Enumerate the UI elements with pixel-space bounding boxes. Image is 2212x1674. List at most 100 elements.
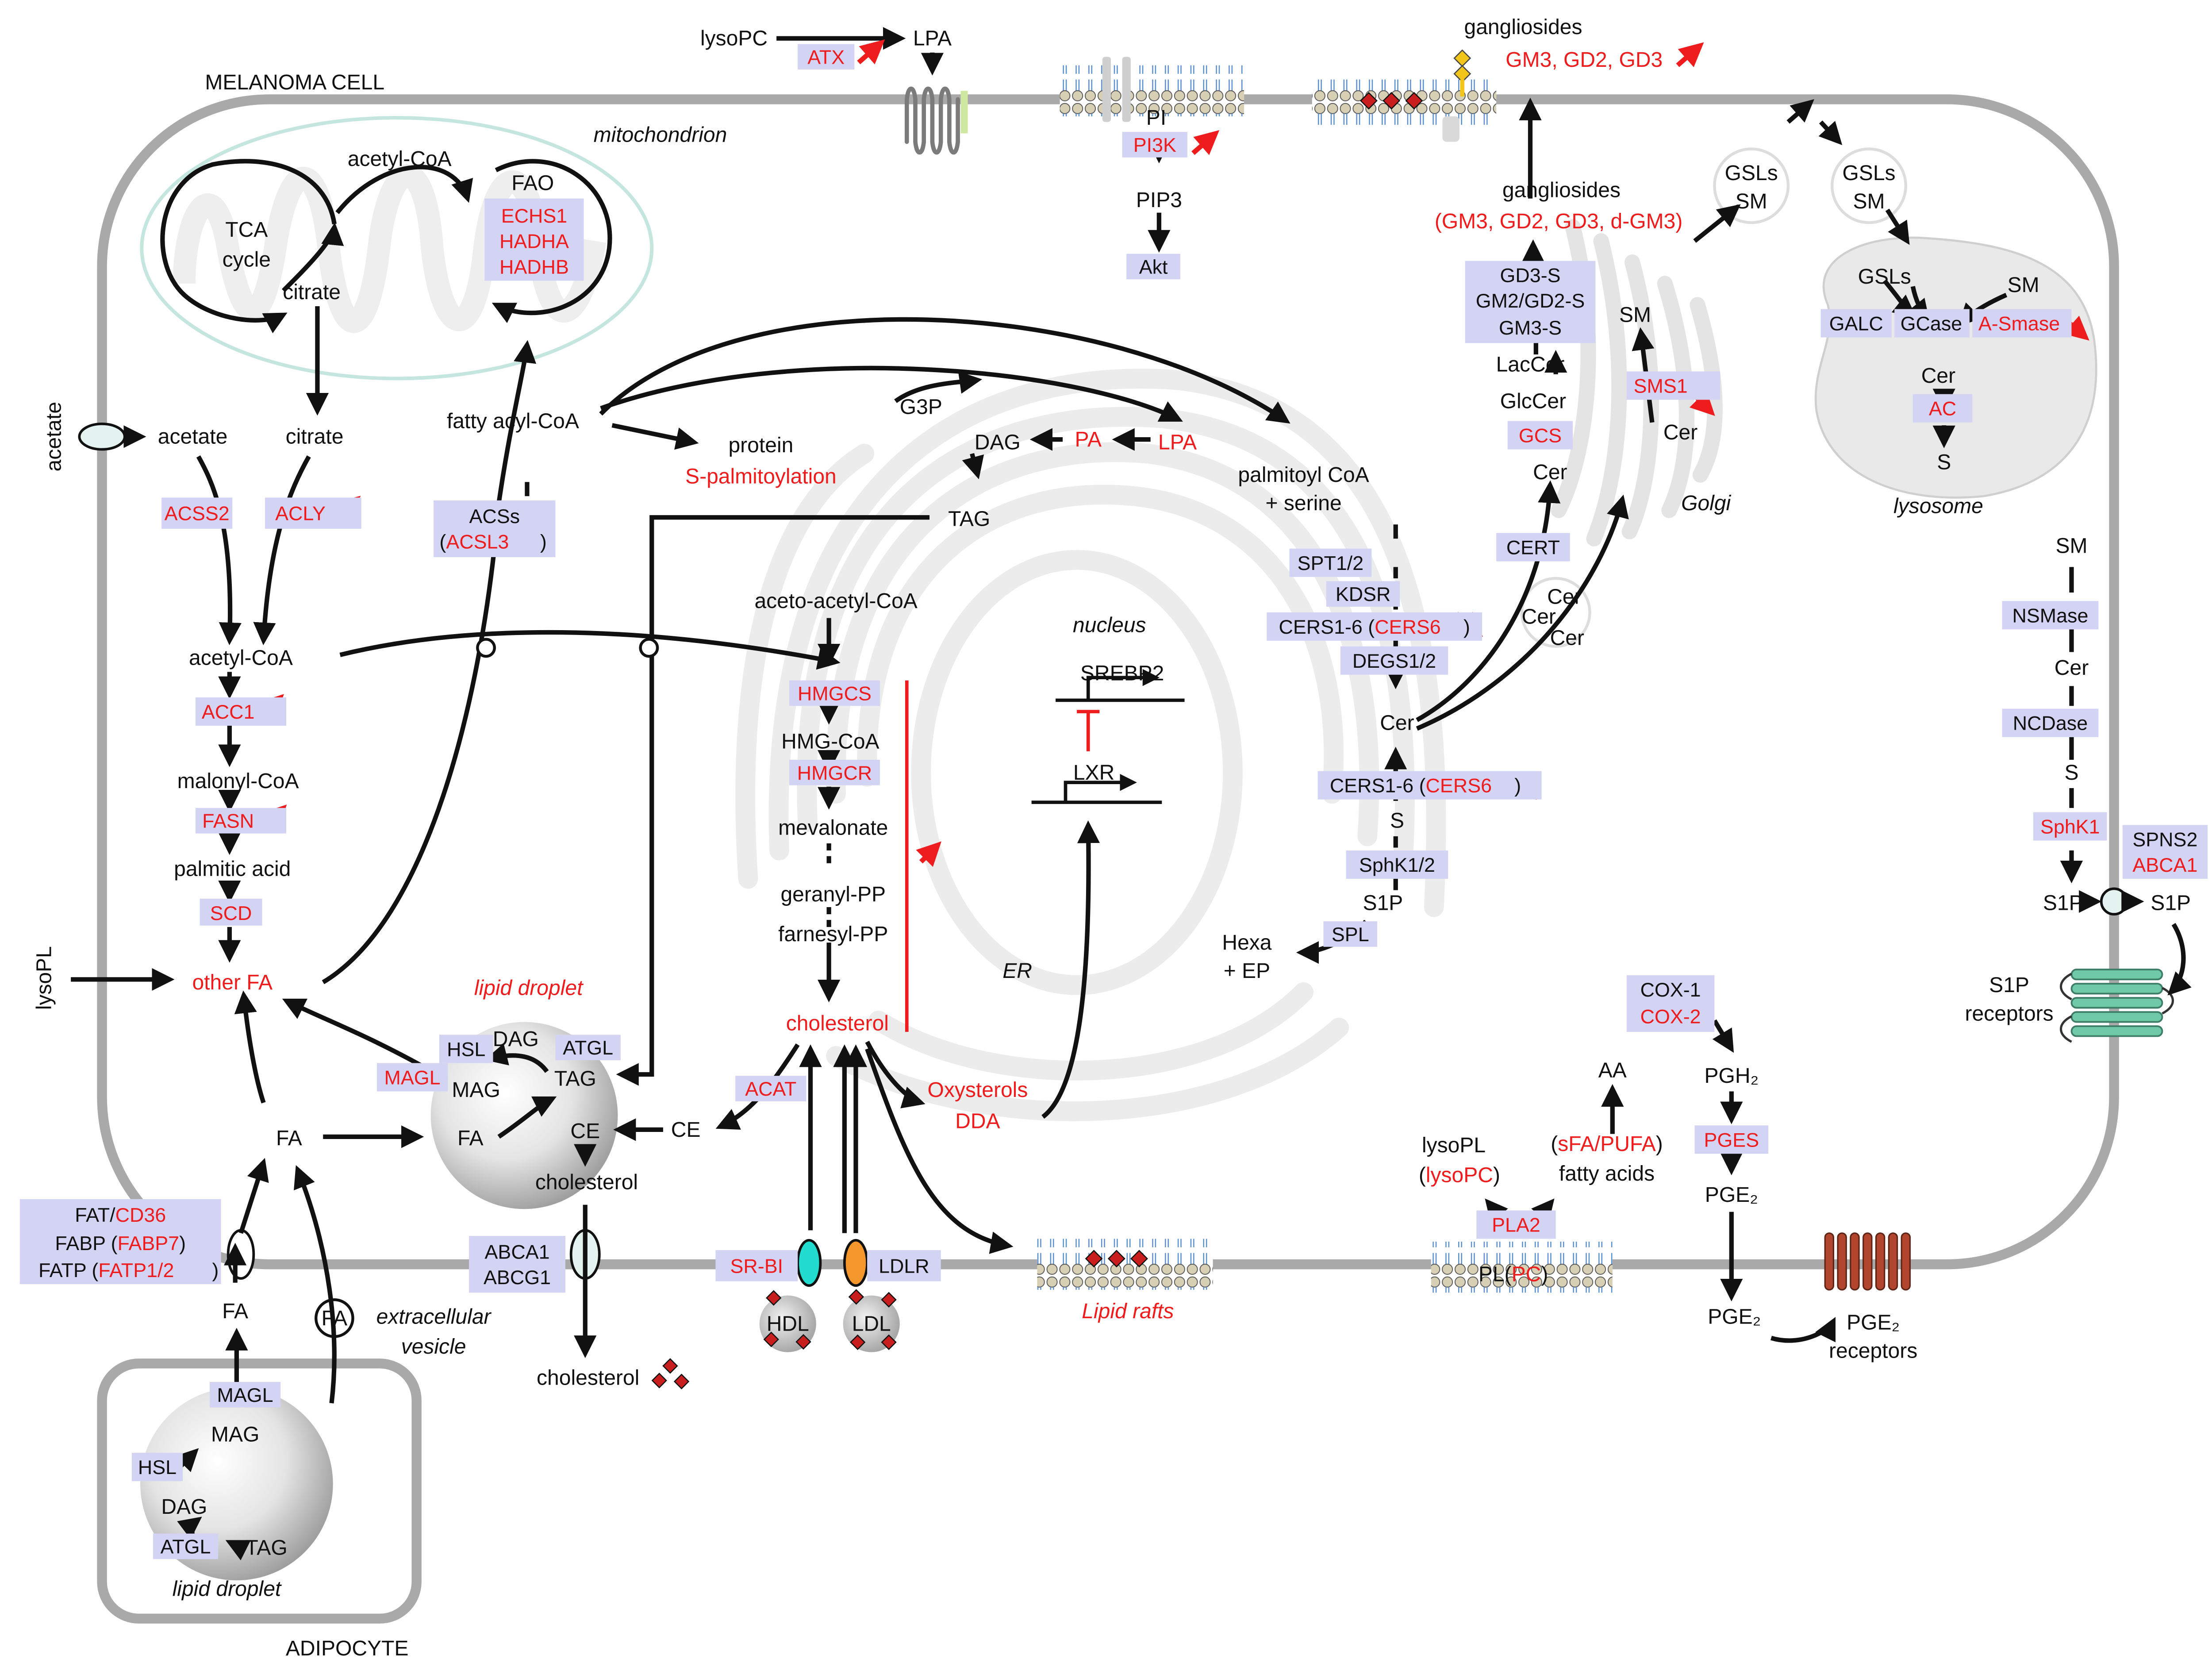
pge2-out-label: PGE₂ (1708, 1305, 1761, 1329)
fa-transporter (227, 1229, 255, 1280)
laccer-label: LacCer (1496, 353, 1565, 376)
sm-right-label: SM (2055, 534, 2087, 558)
cer-right-label: Cer (2055, 656, 2089, 680)
aa-label: AA (1598, 1058, 1627, 1082)
pla2-enzyme: PLA2 (1492, 1213, 1540, 1236)
pges-enzyme: PGES (1704, 1128, 1759, 1151)
gsls-lys-label: GSLs (1858, 265, 1911, 289)
ld-cholesterol-label: cholesterol (535, 1170, 638, 1194)
cholesterol-icon (651, 1358, 690, 1389)
pl-pc-label: PL(PC) (1479, 1263, 1548, 1286)
gangliosides-inner-list: (GM3, GD2, GD3, d-GM3) (1435, 210, 1682, 233)
palmitoyl-coa-label: palmitoyl CoA (1238, 463, 1369, 487)
golgi-vesicle-2 (1831, 147, 1907, 224)
membrane-bilayer-pl-lipids (1431, 1241, 1613, 1293)
citrate-mito-label: citrate (283, 281, 341, 304)
cert-enzyme: CERT (1506, 536, 1560, 559)
pi3k-enzyme: PI3K (1133, 134, 1176, 156)
fatty-acyl-coa-label: fatty acyl-CoA (447, 409, 579, 433)
ld-fa-label: FA (457, 1127, 484, 1150)
membrane-bilayer-gangliosides-lipids (1312, 77, 1497, 128)
gsls-2-label: GSLs (1842, 162, 1895, 185)
ldlr-enzyme: LDLR (879, 1255, 929, 1277)
golgi-vesicle-1 (1713, 147, 1790, 224)
spns2-enzyme: SPNS2 (2132, 828, 2197, 850)
lpa-receptor-highlight (960, 91, 968, 134)
gcase-enzyme: GCase (1901, 312, 1962, 335)
cer-ves-1-label: Cer (1547, 585, 1581, 609)
s1p-right-label: S1P (2043, 891, 2083, 915)
pa-label: PA (1075, 428, 1102, 451)
s1p-label: S1P (1363, 891, 1403, 915)
lipid-rafts-label: Lipid rafts (1082, 1300, 1174, 1323)
nsmase-enzyme: NSMase (2012, 604, 2089, 627)
palmitic-acid-label: palmitic acid (174, 858, 291, 881)
mitochondrion-cristae (173, 164, 607, 333)
enzyme-labels: ATX PI3K Akt ECHS1 HADHA HADHB ACSS2 ACL… (38, 46, 2197, 1558)
gsls-1-label: GSLs (1725, 162, 1778, 185)
acss2-enzyme: ACSS2 (165, 502, 230, 525)
pip3-label: PIP3 (1136, 189, 1182, 212)
fat-cd36-enzyme: FAT/CD36 (75, 1204, 166, 1226)
sphk12-enzyme: SphK1/2 (1359, 854, 1435, 876)
dda-label: DDA (955, 1110, 1000, 1133)
acat-enzyme: ACAT (745, 1078, 796, 1100)
adipo-atgl-enzyme: ATGL (161, 1535, 211, 1558)
cer-golgi-2-label: Cer (1663, 421, 1697, 444)
sms1-enzyme: SMS1 (1634, 374, 1688, 397)
adipo-mag-label: MAG (211, 1423, 259, 1446)
cers-enzyme-2: CERS1-6 (CERS6) (1330, 774, 1521, 797)
citrate-label: citrate (286, 425, 344, 449)
galc-enzyme: GALC (1829, 312, 1883, 335)
mixed-labels: (lysoPC) (sFA/PUFA) PL(PC) (1419, 1132, 1663, 1286)
ganglioside-raft-markers (1359, 92, 1423, 110)
hdl-label: HDL (767, 1312, 809, 1336)
lipid-raft-cholesterol-markers (1085, 1250, 1148, 1268)
adipo-tag-label: TAG (246, 1536, 288, 1560)
fatp-enzyme: FATP (FATP1/2 (38, 1259, 174, 1281)
cer-ves-2-label: Cer (1522, 605, 1556, 628)
ep-label: + EP (1224, 959, 1270, 983)
pi-label: PI (1146, 106, 1166, 130)
membrane-bilayer-rafts-lipids (1037, 1239, 1213, 1290)
ldl-label: LDL (852, 1312, 891, 1336)
adipocyte-lipid-droplet-label: lipid droplet (173, 1578, 282, 1601)
tca-label: TCA (225, 218, 268, 242)
ce-label: CE (671, 1118, 701, 1142)
s1p-receptors-label-2: receptors (1965, 1002, 2053, 1025)
srbi-receptor (796, 1239, 822, 1287)
hadhb-enzyme: HADHB (499, 255, 569, 278)
serine-label: + serine (1265, 492, 1341, 515)
protein-label: protein (728, 434, 793, 457)
hexa-label: Hexa (1222, 931, 1271, 954)
kdsr-enzyme: KDSR (1336, 583, 1391, 605)
sphk1-enzyme: SphK1 (2040, 815, 2100, 838)
aceto-acetyl-coa-label: aceto-acetyl-CoA (754, 589, 917, 613)
ac-enzyme: AC (1929, 397, 1956, 420)
cholesterol-label: cholesterol (786, 1012, 889, 1035)
pge2-receptors-label-1: PGE₂ (1847, 1311, 1900, 1334)
vesicle-label: vesicle (401, 1335, 466, 1358)
gm2s-enzyme: GM2/GD2-S (1476, 289, 1585, 312)
atgl-enzyme: ATGL (563, 1036, 613, 1059)
gangliosides-inner-label: gangliosides (1502, 178, 1621, 202)
cer-lys-label: Cer (1921, 364, 1955, 388)
s1p-receptors-label-1: S1P (1989, 974, 2029, 997)
lipid-droplet-label: lipid droplet (474, 977, 584, 1000)
lxr-label: LXR (1073, 761, 1114, 785)
fa-out-label: FA (222, 1300, 248, 1323)
acly-enzyme: ACLY (275, 502, 326, 525)
hmgcr-enzyme: HMGCR (797, 762, 872, 784)
scd-enzyme: SCD (210, 902, 252, 924)
acc1-enzyme: ACC1 (202, 700, 255, 723)
degs-enzyme: DEGS1/2 (1352, 650, 1436, 672)
cers-enzyme: CERS1-6 (CERS6) (1279, 616, 1470, 638)
acetate-transporter (78, 422, 126, 451)
melanoma-cell-label: MELANOMA CELL (205, 71, 384, 94)
gcs-enzyme: GCS (1519, 424, 1562, 447)
acetate-label: acetate (158, 425, 228, 449)
pge2-label: PGE₂ (1705, 1183, 1758, 1207)
sfa-pufa-label: (sFA/PUFA) (1551, 1132, 1663, 1156)
dag-er-label: DAG (975, 431, 1021, 454)
glccer-label: GlcCer (1500, 390, 1566, 413)
